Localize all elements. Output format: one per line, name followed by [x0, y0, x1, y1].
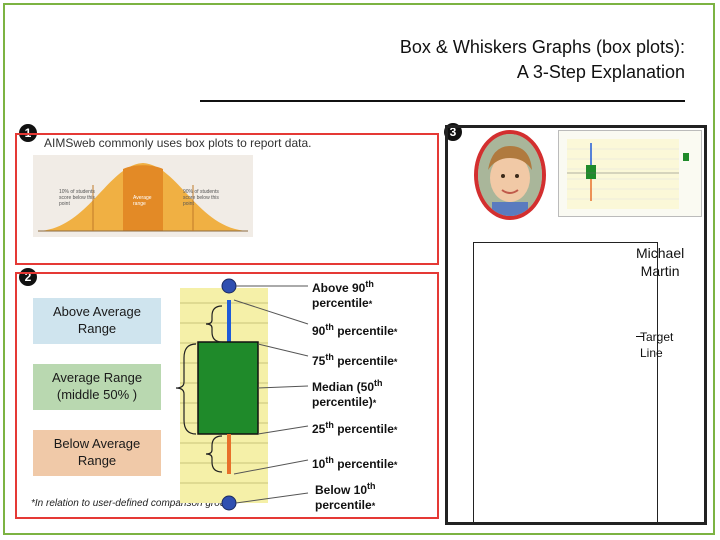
bell-right-note: 90% of students score below this point	[183, 189, 219, 207]
label-median: Median (50th percentile)*	[312, 378, 383, 410]
label-10th-num: 10	[312, 457, 326, 471]
label-90th-star: *	[393, 327, 398, 337]
label-median-star: *	[372, 398, 377, 408]
title-line-1: Box & Whiskers Graphs (box plots):	[399, 37, 685, 57]
label-median-sup: th	[374, 378, 383, 388]
student-name-line-1: Michael	[636, 245, 685, 261]
label-above-90th-b: percentile	[312, 296, 369, 310]
student-name-line-2: Martin	[640, 263, 680, 280]
step-1-box	[15, 133, 439, 265]
title-line-2: A 3-Step Explanation	[516, 62, 685, 82]
bell-center-note: Average range	[133, 195, 152, 207]
label-25th-word: percentile	[337, 422, 394, 436]
label-75th-word: percentile	[337, 354, 394, 368]
label-25th-num: 25	[312, 422, 326, 436]
student-mini-chart	[558, 130, 702, 217]
bell-curve-caption: AIMSweb's Box plots are somewhat similar…	[257, 168, 422, 231]
footnote: *In relation to user-defined comparison …	[31, 498, 231, 509]
box-plot-graphic	[175, 278, 309, 511]
slide-frame	[3, 3, 715, 535]
label-10th-sup: th	[325, 455, 334, 465]
label-below-10th-star: *	[371, 501, 376, 511]
bell-left-note: 10% of students score below this point	[59, 189, 95, 207]
label-below-10th-a: Below 10	[315, 483, 368, 497]
above-average-range: Above Average Range	[33, 298, 161, 344]
below-average-range: Below Average Range	[33, 430, 161, 476]
label-below-10th-b: percentile	[315, 498, 372, 512]
mini-boxplot-graphic	[567, 139, 689, 209]
bell-curve-graphic	[38, 163, 248, 232]
average-range-line-2: (middle 50% )	[56, 387, 138, 402]
label-below-10th: Below 10th percentile*	[315, 481, 376, 513]
label-90th-word: percentile	[337, 324, 394, 338]
target-line-line-2: Line	[640, 345, 663, 360]
label-median-a: Median (50	[312, 380, 375, 394]
label-above-90th-a: Above 90	[312, 281, 366, 295]
label-90th-num: 90	[312, 324, 326, 338]
average-range: Average Range (middle 50% )	[33, 364, 161, 410]
label-above-90th-sup: th	[365, 279, 374, 289]
target-line-label: Target Line	[640, 330, 673, 361]
intro-text: AIMSweb commonly uses box plots to repor…	[44, 136, 312, 150]
title-underline	[200, 100, 685, 102]
student-face-graphic	[478, 134, 542, 216]
label-90th-sup: th	[325, 322, 334, 332]
label-90th: 90th percentile*	[312, 322, 397, 339]
target-line-line-1: Target	[640, 330, 674, 344]
label-above-90th-star: *	[368, 299, 373, 309]
label-75th: 75th percentile*	[312, 352, 397, 369]
label-25th: 25th percentile*	[312, 420, 397, 437]
step-2-box	[15, 272, 439, 519]
average-range-line-1: Average Range	[51, 370, 143, 386]
step-3-box	[445, 125, 707, 525]
label-median-b: percentile)	[312, 395, 373, 409]
label-75th-star: *	[393, 357, 398, 367]
label-25th-sup: th	[325, 420, 334, 430]
label-below-10th-sup: th	[367, 481, 376, 491]
label-75th-num: 75	[312, 354, 326, 368]
label-10th-word: percentile	[337, 457, 394, 471]
student-photo	[474, 130, 546, 220]
label-10th-star: *	[393, 460, 398, 470]
target-line-pointer	[636, 336, 644, 337]
bell-curve-image: 10% of students score below this point 9…	[33, 155, 253, 237]
label-75th-sup: th	[325, 352, 334, 362]
student-details-panel	[473, 242, 658, 523]
label-10th: 10th percentile*	[312, 455, 397, 472]
label-25th-star: *	[393, 425, 398, 435]
label-above-90th: Above 90th percentile*	[312, 279, 374, 311]
student-name: Michael Martin	[636, 244, 684, 280]
